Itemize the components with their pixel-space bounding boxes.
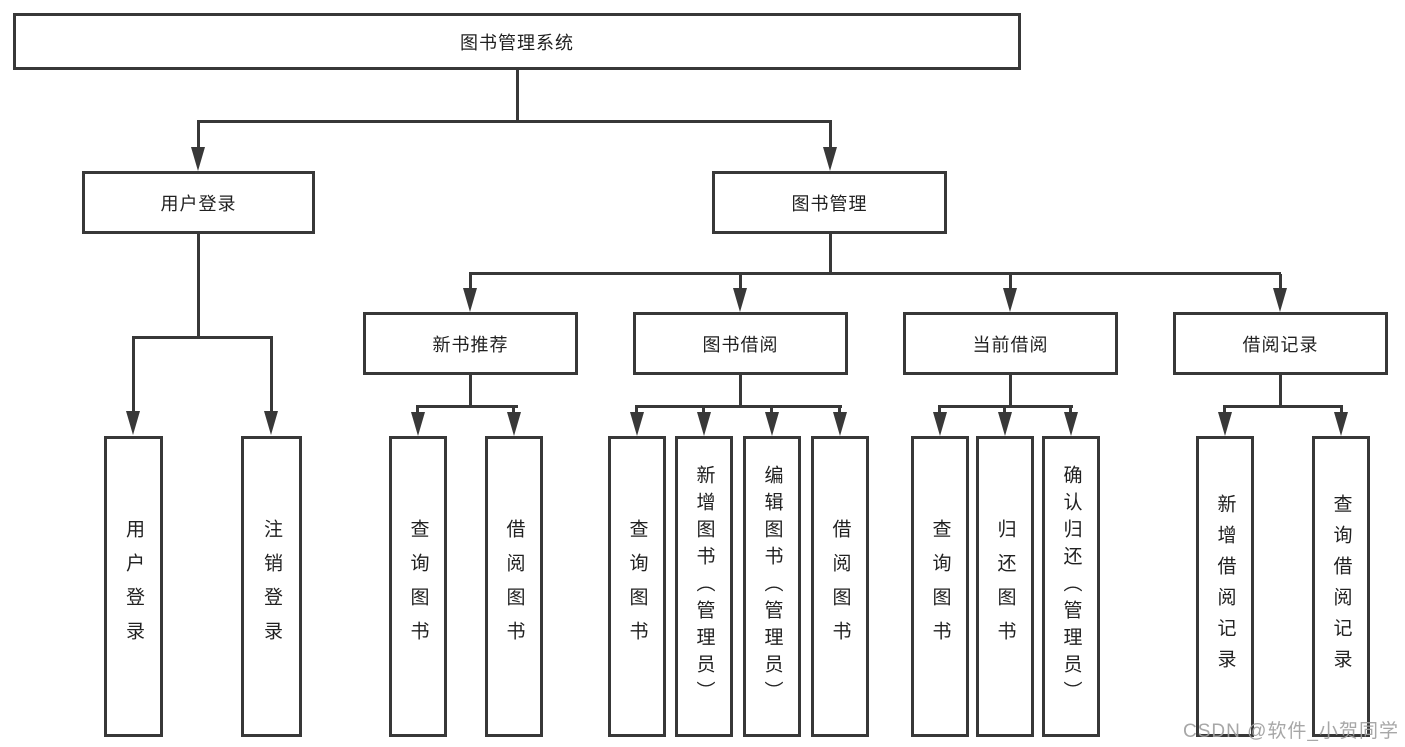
connector-line [469,375,472,407]
connector-line [1009,375,1012,407]
connector-line [635,405,842,408]
node-book-borrow-label: 图书借阅 [702,334,779,355]
leaf-query-book-borrow-label: 查询图书 [626,518,648,655]
arrow-down-icon [1334,412,1348,436]
connector-line [1069,407,1072,412]
arrow-down-icon [264,411,278,435]
connector-line [197,120,832,123]
arrow-down-icon [1064,412,1078,436]
connector-line [416,407,419,412]
leaf-add-book-admin: 新增图书（管理员） [675,436,733,737]
node-book-management: 图书管理 [712,171,947,234]
leaf-query-borrow-record-label: 查询借阅记录 [1330,493,1352,680]
leaf-query-book-current: 查询图书 [911,436,969,737]
leaf-query-book-recommend: 查询图书 [389,436,447,737]
leaf-return-book-label: 归还图书 [994,518,1016,655]
connector-line [1223,407,1226,412]
connector-line [132,338,135,412]
leaf-user-login-label: 用户登录 [123,518,144,655]
connector-line [1279,375,1282,407]
node-root: 图书管理系统 [13,13,1021,70]
arrow-down-icon [463,288,477,312]
arrow-down-icon [823,147,837,171]
connector-line [132,336,273,339]
leaf-edit-book-admin-label: 编辑图书（管理员） [761,465,783,708]
node-new-book-recommend-label: 新书推荐 [432,334,509,355]
leaf-query-book-borrow: 查询图书 [608,436,666,737]
arrow-down-icon [126,411,140,435]
node-borrow-record-label: 借阅记录 [1242,334,1319,355]
node-borrow-record: 借阅记录 [1173,312,1388,375]
arrow-down-icon [1218,412,1232,436]
leaf-add-book-admin-label: 新增图书（管理员） [693,465,715,708]
arrow-down-icon [630,412,644,436]
connector-line [469,274,472,288]
connector-line [938,407,941,412]
node-book-management-label: 图书管理 [791,193,868,214]
arrow-down-icon [191,147,205,171]
leaf-add-borrow-record: 新增借阅记录 [1196,436,1254,737]
leaf-edit-book-admin: 编辑图书（管理员） [743,436,801,737]
connector-line [635,407,638,412]
leaf-return-book: 归还图书 [976,436,1034,737]
connector-line [829,234,832,274]
leaf-add-borrow-record-label: 新增借阅记录 [1214,493,1236,680]
connector-line [197,122,200,148]
node-book-borrow: 图书借阅 [633,312,848,375]
arrow-down-icon [733,288,747,312]
arrow-down-icon [411,412,425,436]
connector-line [838,407,841,412]
leaf-borrow-book-label: 借阅图书 [829,518,851,655]
connector-line [1003,407,1006,412]
arrow-down-icon [507,412,521,436]
arrow-down-icon [765,412,779,436]
leaf-borrow-book: 借阅图书 [811,436,869,737]
arrow-down-icon [933,412,947,436]
leaf-borrow-book-recommend-label: 借阅图书 [503,518,525,655]
connector-line [829,122,832,148]
leaf-borrow-book-recommend: 借阅图书 [485,436,543,737]
connector-line [270,338,273,412]
connector-line [469,272,1281,275]
connector-line [938,405,1073,408]
connector-line [739,274,742,288]
leaf-user-login: 用户登录 [104,436,163,737]
arrow-down-icon [1273,288,1287,312]
connector-line [516,70,519,120]
arrow-down-icon [833,412,847,436]
connector-line [1009,274,1012,288]
leaf-confirm-return-admin: 确认归还（管理员） [1042,436,1100,737]
leaf-query-borrow-record: 查询借阅记录 [1312,436,1370,737]
connector-line [770,407,773,412]
leaf-query-book-current-label: 查询图书 [929,518,951,655]
arrow-down-icon [998,412,1012,436]
connector-line [1279,274,1282,288]
node-user-login: 用户登录 [82,171,315,234]
arrow-down-icon [1003,288,1017,312]
connector-line [416,405,518,408]
connector-line [197,234,200,336]
node-root-label: 图书管理系统 [460,32,574,53]
connector-line [739,375,742,407]
connector-line [512,407,515,412]
node-user-login-label: 用户登录 [160,193,237,214]
csdn-watermark: CSDN @软件_小贺同学 [1183,721,1399,742]
node-current-borrow-label: 当前借阅 [972,334,1049,355]
node-new-book-recommend: 新书推荐 [363,312,578,375]
arrow-down-icon [697,412,711,436]
connector-line [1340,407,1343,412]
leaf-logout: 注销登录 [241,436,302,737]
leaf-logout-label: 注销登录 [261,518,282,655]
leaf-confirm-return-admin-label: 确认归还（管理员） [1060,465,1082,708]
connector-line [1223,405,1343,408]
node-current-borrow: 当前借阅 [903,312,1118,375]
leaf-query-book-recommend-label: 查询图书 [407,518,429,655]
connector-line [702,407,705,412]
